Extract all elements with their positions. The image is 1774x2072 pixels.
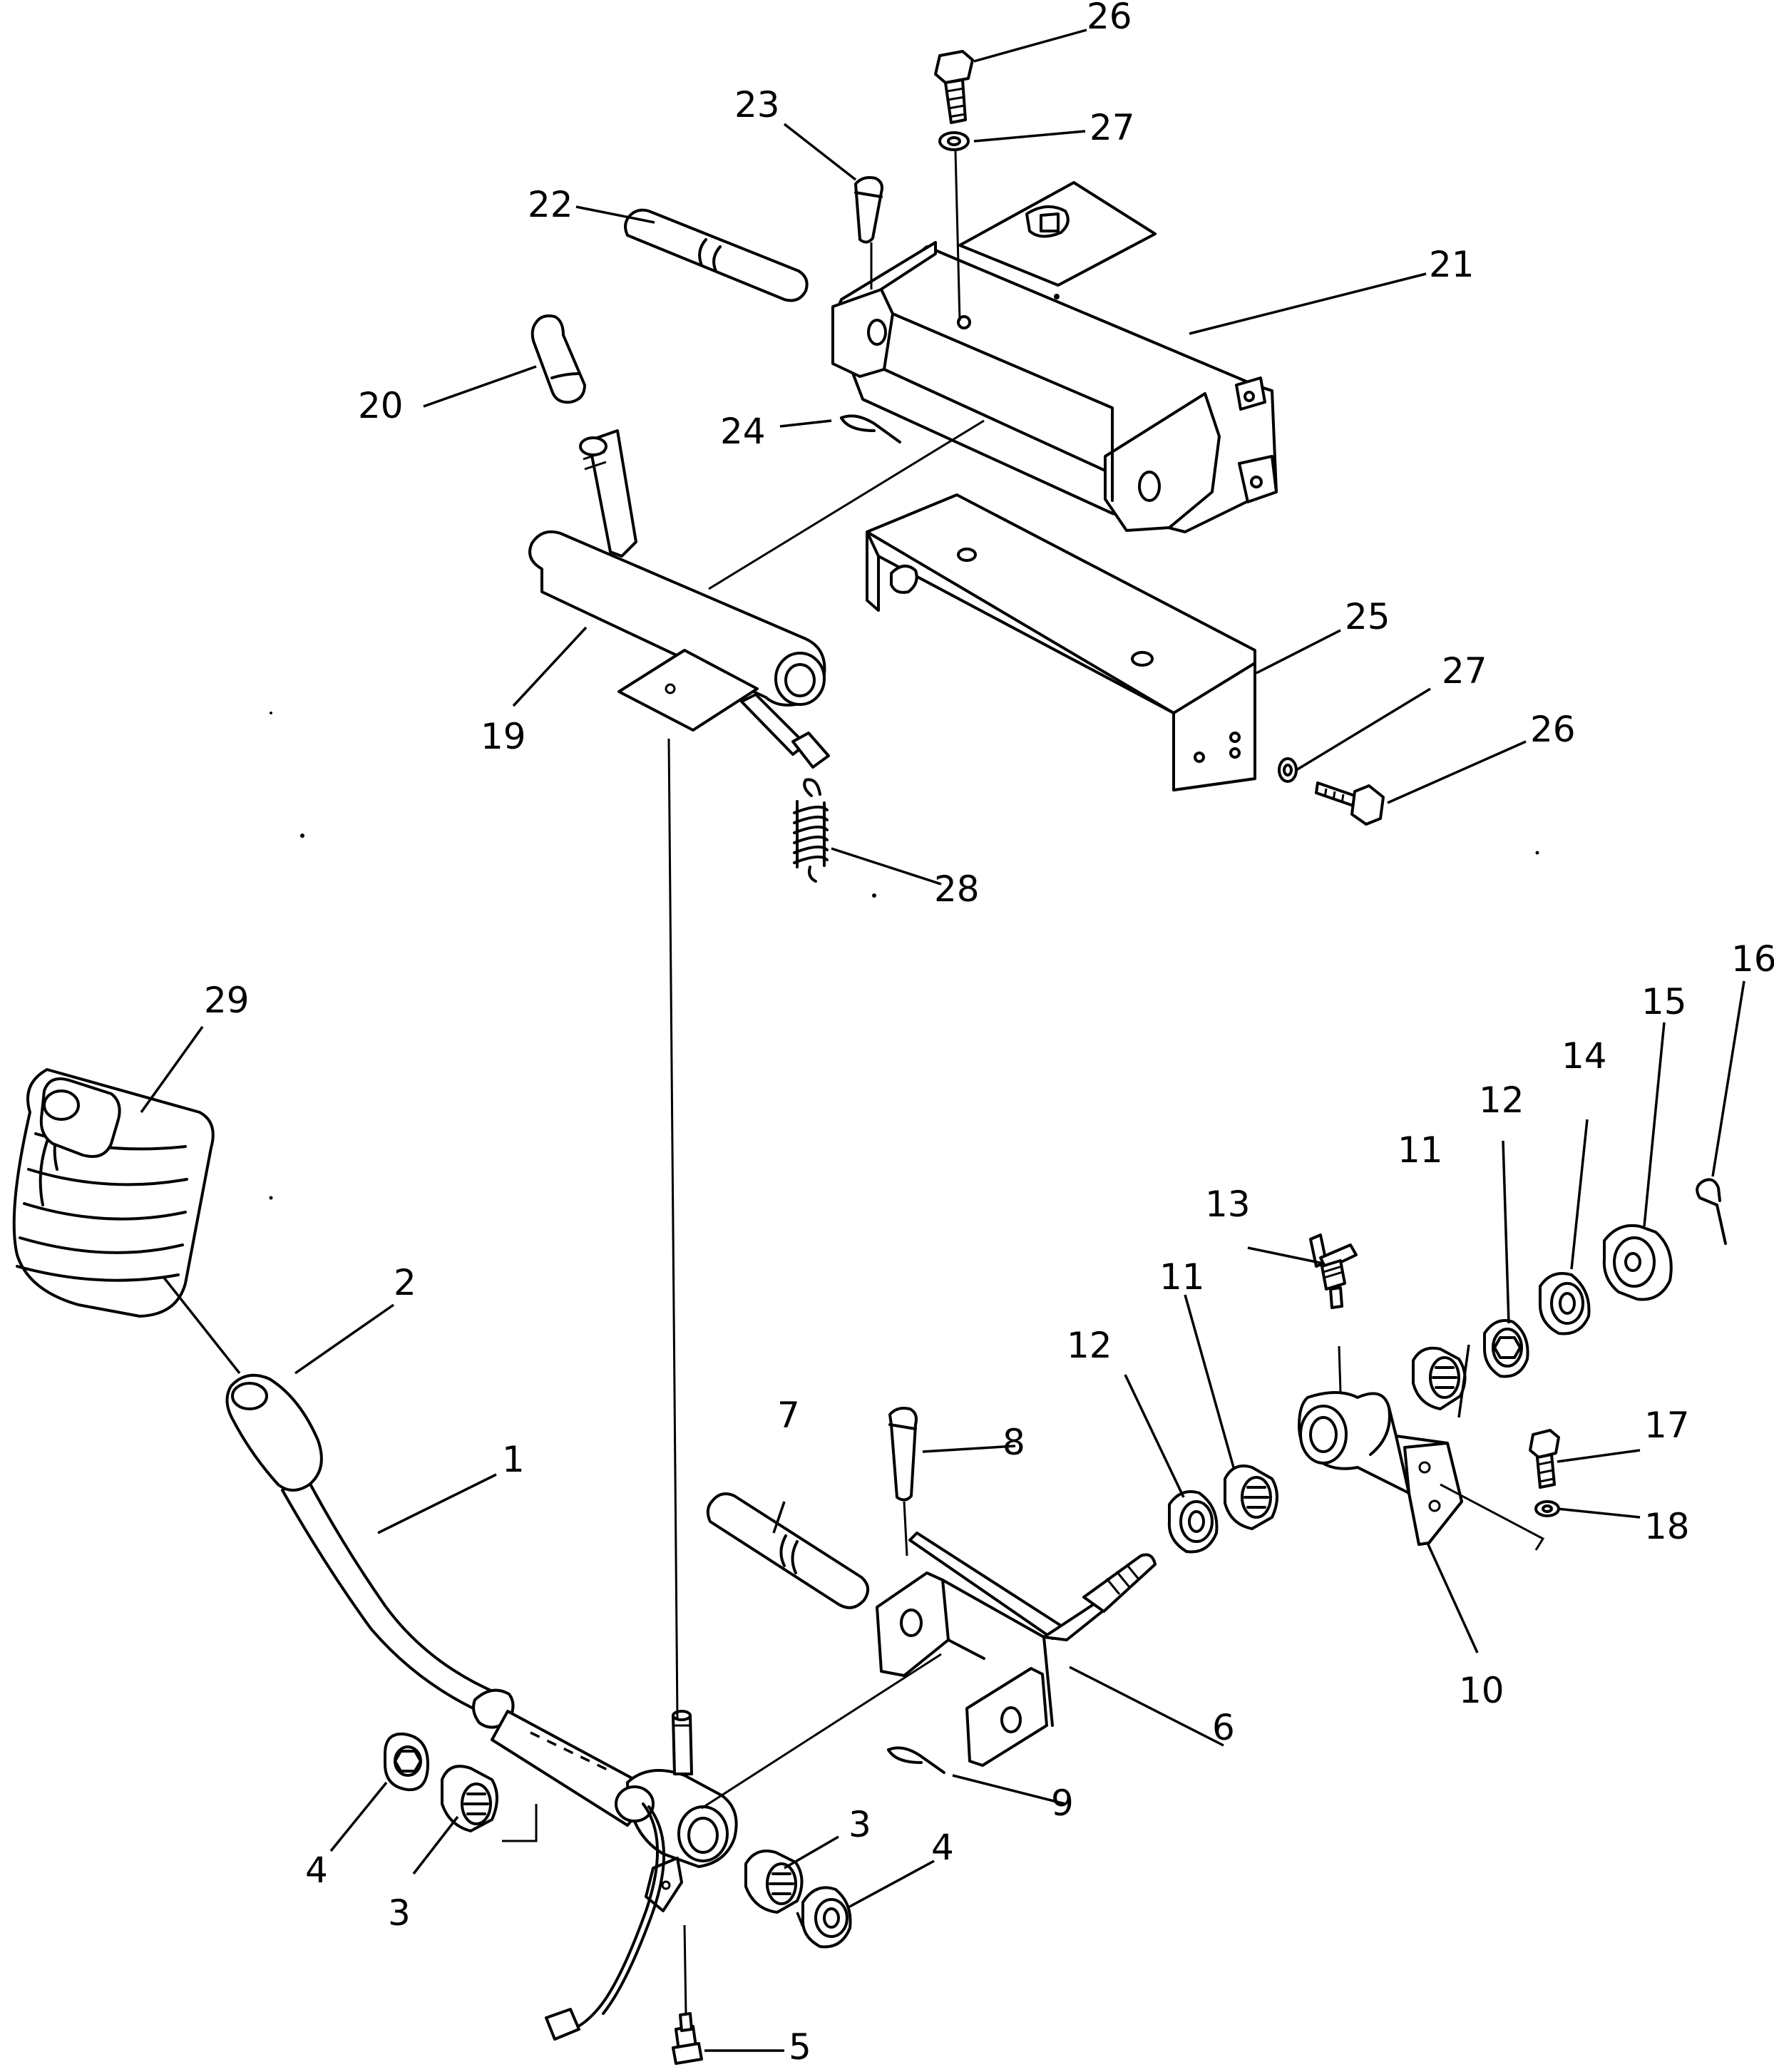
label-part-3-right: 3 — [848, 1804, 871, 1845]
spring-28 — [793, 778, 829, 883]
label-part-19: 19 — [481, 716, 526, 757]
collar-15 — [1602, 1224, 1673, 1301]
bushing-4-left — [384, 1732, 429, 1792]
label-part-22: 22 — [528, 184, 573, 225]
label-part-8: 8 — [1003, 1422, 1025, 1463]
bushing-3-right — [744, 1850, 804, 1914]
bushing-14 — [1539, 1272, 1591, 1335]
label-part-21: 21 — [1429, 244, 1475, 285]
label-part-18: 18 — [1644, 1506, 1690, 1547]
washer-18 — [1534, 1500, 1560, 1517]
bushing-3-left — [441, 1765, 498, 1832]
bushing-12-right — [1483, 1319, 1529, 1378]
label-part-10: 10 — [1459, 1670, 1504, 1711]
label-part-28: 28 — [934, 868, 980, 910]
label-part-12-right: 12 — [1479, 1079, 1524, 1121]
bushing-11-right — [1412, 1346, 1467, 1410]
assembly-line-8 — [903, 1501, 908, 1556]
label-part-9: 9 — [1051, 1783, 1074, 1824]
label-part-2: 2 — [394, 1262, 416, 1303]
assembly-line-26-top — [954, 150, 961, 322]
assembly-line-13 — [1338, 1345, 1342, 1393]
bolt-26-top — [934, 50, 974, 124]
label-part-7: 7 — [777, 1395, 800, 1436]
label-part-27-top: 27 — [1089, 107, 1135, 148]
part-labels: 26 27 23 22 21 20 24 25 27 26 19 28 29 2… — [204, 0, 1774, 2068]
rubber-boot-29 — [12, 1068, 215, 1318]
bracket-6 — [876, 1532, 1157, 1767]
pin-22 — [624, 208, 809, 302]
bolt-26-right — [1315, 781, 1385, 826]
label-part-6: 6 — [1212, 1707, 1235, 1748]
bushing-4-right — [801, 1886, 852, 1949]
lever-19 — [528, 429, 830, 769]
label-part-26-right: 26 — [1530, 709, 1576, 750]
label-part-26-top: 26 — [1087, 0, 1132, 37]
label-part-25: 25 — [1345, 596, 1390, 637]
lever-pivot-boss — [615, 1710, 738, 1912]
label-part-11-left: 11 — [1159, 1256, 1205, 1298]
label-part-14: 14 — [1562, 1035, 1607, 1077]
pin-7 — [706, 1492, 870, 1609]
label-part-12-left: 12 — [1067, 1325, 1112, 1366]
label-part-4-right: 4 — [931, 1827, 954, 1868]
lever-1-with-grip-2 — [225, 1373, 657, 1827]
pin-8 — [888, 1407, 918, 1502]
pin-23 — [854, 176, 883, 244]
assembly-line-19-21 — [708, 419, 985, 590]
plate-25 — [866, 493, 1256, 791]
bushing-12-left — [1167, 1490, 1219, 1554]
label-part-15: 15 — [1641, 981, 1687, 1022]
bolt-17 — [1529, 1429, 1560, 1489]
label-part-20: 20 — [358, 385, 404, 426]
bracket-21 — [831, 181, 1278, 533]
label-part-24: 24 — [720, 411, 766, 452]
label-part-17: 17 — [1644, 1405, 1690, 1446]
assembly-line-17 — [1440, 1483, 1545, 1551]
label-part-1: 1 — [502, 1439, 525, 1480]
cotter-pin-24 — [840, 414, 901, 443]
scan-specks — [269, 712, 1539, 1200]
assembly-line-vertical — [667, 738, 679, 1719]
assembly-line-5 — [683, 1924, 687, 2016]
grease-fitting-13 — [1309, 1234, 1358, 1309]
grease-fitting-5 — [672, 2012, 703, 2065]
label-part-16: 16 — [1731, 938, 1774, 980]
label-part-11-right: 11 — [1398, 1129, 1443, 1171]
assembly-line-6 — [701, 1653, 942, 1810]
cotter-pin-9 — [887, 1746, 945, 1774]
assembly-line-3-left — [502, 1804, 538, 1842]
wire-harness — [545, 1802, 666, 2041]
support-10 — [1298, 1391, 1463, 1546]
label-part-13: 13 — [1205, 1184, 1251, 1225]
label-part-27-right: 27 — [1442, 650, 1487, 692]
label-part-23: 23 — [734, 84, 780, 125]
label-part-5: 5 — [789, 2026, 811, 2068]
label-part-4-left: 4 — [305, 1850, 328, 1891]
label-part-3-left: 3 — [388, 1892, 411, 1934]
bushing-11-left — [1224, 1465, 1278, 1530]
label-part-29: 29 — [204, 980, 250, 1021]
cotter-pin-16 — [1696, 1178, 1727, 1245]
grip-20 — [530, 314, 586, 404]
leader-lines — [140, 29, 1745, 2052]
washer-27-right — [1278, 757, 1298, 783]
washer-27-top — [938, 131, 970, 151]
